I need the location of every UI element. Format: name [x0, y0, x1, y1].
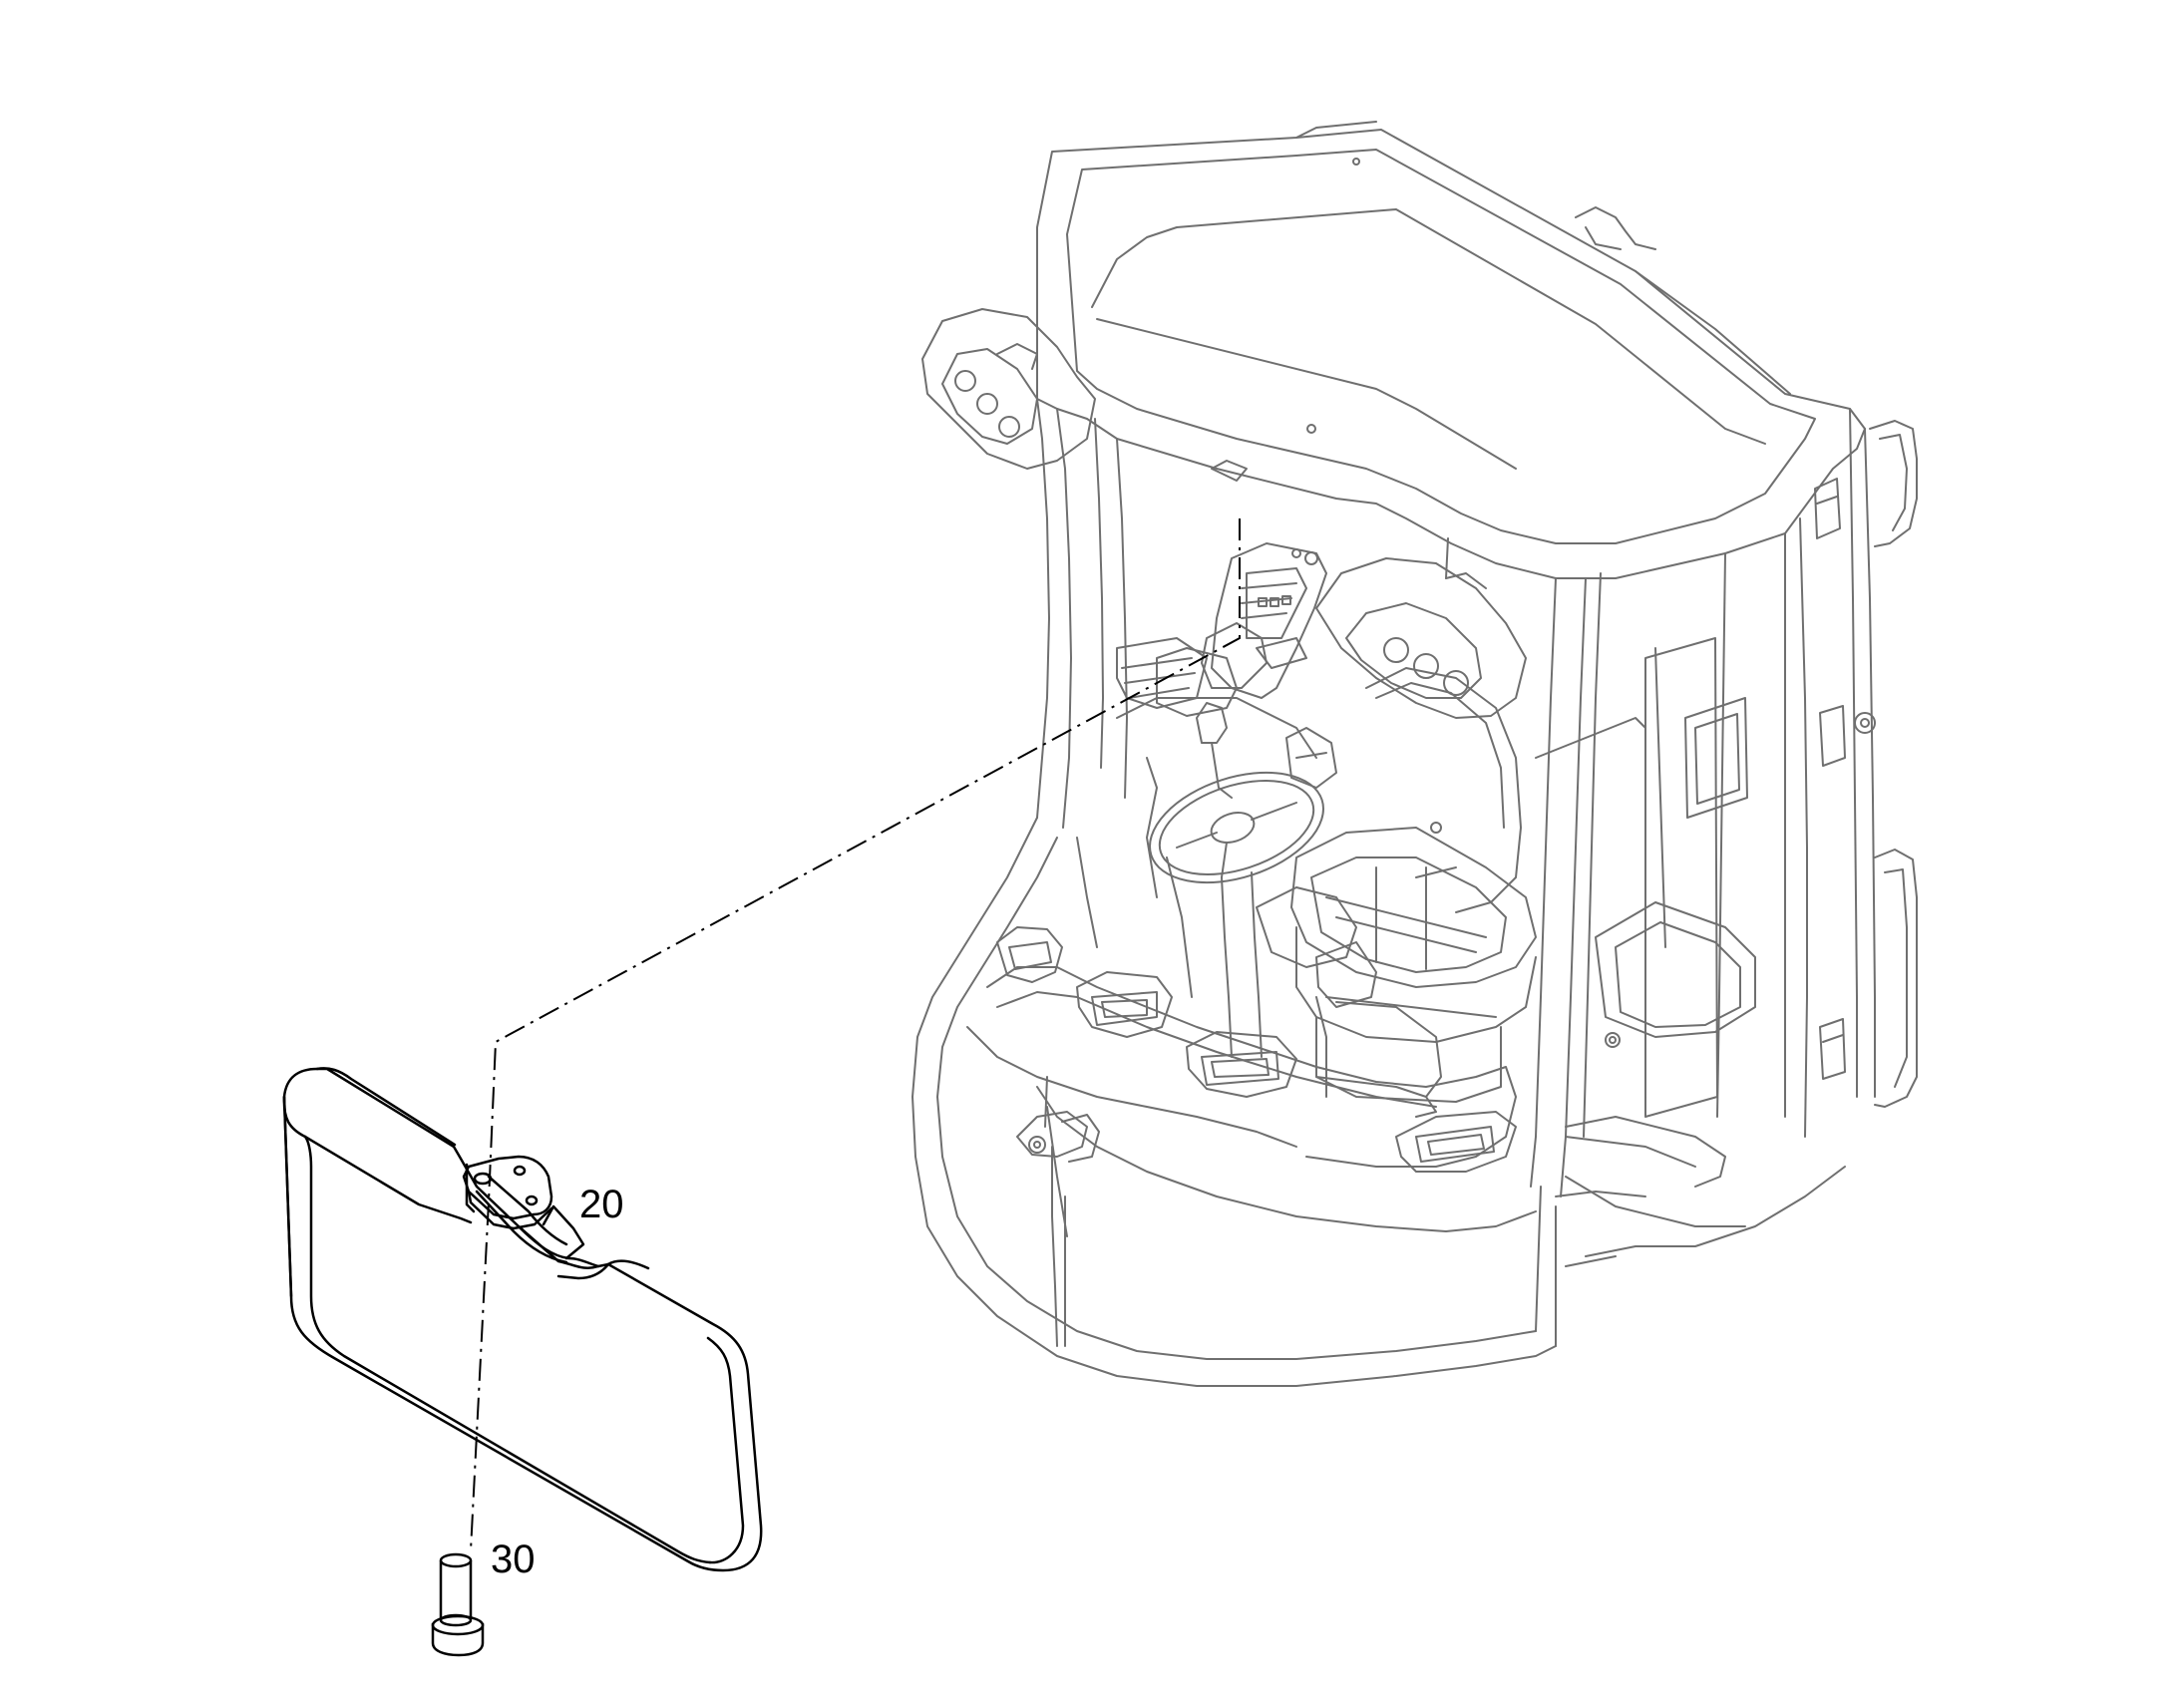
side-console — [1256, 886, 1442, 1118]
rear-handrail — [1869, 420, 1918, 1108]
cab-misc-lines — [1044, 537, 1646, 1347]
joystick-console — [1196, 702, 1337, 799]
operator-cab — [911, 121, 1918, 1387]
right-work-light-housing — [1315, 557, 1527, 719]
left-work-light-housing — [921, 308, 1096, 470]
mirror-bracket — [462, 1155, 553, 1230]
operator-seat — [1290, 667, 1537, 1103]
callout-20: 20 — [579, 1183, 624, 1226]
instrument-panel — [1116, 542, 1327, 759]
front-body-shell — [911, 817, 1557, 1387]
steering-wheel — [1149, 771, 1324, 1058]
interior-mirror — [282, 1067, 763, 1572]
mounting-bolt — [431, 1552, 485, 1657]
assembly-line — [470, 518, 1241, 1551]
door-hinges — [1814, 478, 1876, 1080]
cab-pillars — [1036, 398, 1876, 1197]
front-switch-panels — [996, 926, 1517, 1173]
cab-floor — [1565, 901, 1846, 1257]
cab-roof — [1036, 121, 1866, 579]
rear-window-frame — [1535, 637, 1748, 1118]
callout-30: 30 — [491, 1537, 536, 1581]
